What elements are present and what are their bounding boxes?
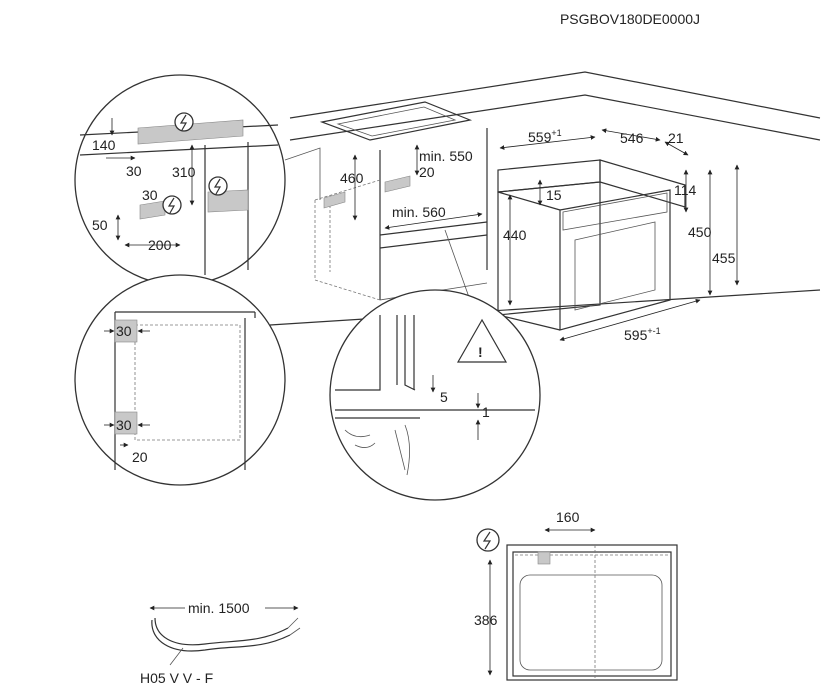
detail-circle-side-clearance [74,274,286,486]
dim-1: 1 [482,404,490,420]
dim-460: 460 [340,170,364,186]
dim-595: 595+-1 [624,326,661,343]
cabinet-perspective [269,71,821,326]
power-cable [151,617,301,666]
dim-546: 546 [620,130,644,146]
dim-455: 455 [712,250,736,266]
dim-50: 50 [92,217,108,233]
dim-20-cabinet: 20 [419,164,435,180]
dim-310: 310 [172,164,196,180]
dim-450: 450 [688,224,712,240]
dim-440: 440 [503,227,527,243]
dim-160: 160 [556,509,580,525]
dim-114: 114 [674,182,697,198]
dim-20-side: 20 [132,449,148,465]
dim-30-lower: 30 [142,187,158,203]
dim-min560: min. 560 [392,204,446,220]
warning-icon: ! [478,344,483,360]
model-code: PSGBOV180DE0000J [560,11,700,27]
electric-icon [174,112,194,132]
electric-icon [162,195,182,215]
detail-circle-sockets [74,74,286,286]
dim-21: 21 [668,130,684,146]
dim-559: 559+1 [528,128,562,145]
cable-min-length: min. 1500 [188,600,250,616]
electric-icon [476,528,500,552]
dim-386: 386 [474,612,498,628]
dim-min550: min. 550 [419,148,473,164]
dim-30-side-top: 30 [116,323,132,339]
dim-30-upper: 30 [126,163,142,179]
dim-200: 200 [148,237,172,253]
dim-5: 5 [440,389,448,405]
dim-15: 15 [546,187,562,203]
dim-30-side-bottom: 30 [116,417,132,433]
detail-circle-gap [329,229,541,501]
electric-icon [208,176,228,196]
front-view [506,544,678,681]
dim-140: 140 [92,137,116,153]
cable-type: H05 V V - F [140,670,213,686]
